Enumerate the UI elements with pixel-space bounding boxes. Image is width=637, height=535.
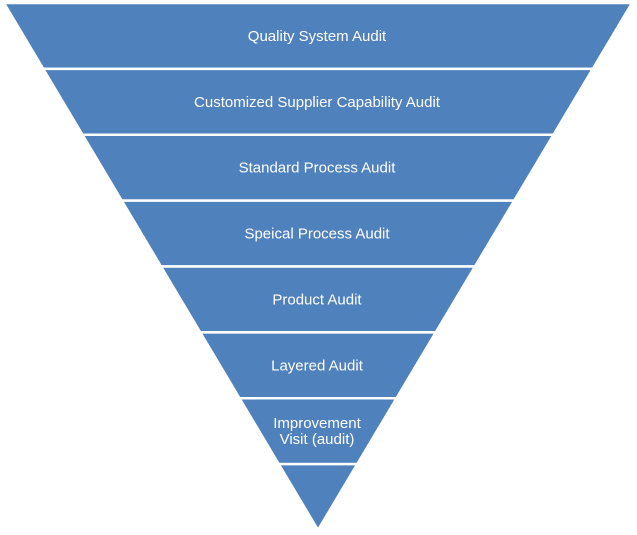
pyramid-level-2-label: Customized Supplier Capability Audit: [194, 94, 441, 111]
pyramid-level-4-label-line: Speical Process Audit: [244, 226, 390, 243]
pyramid-level-1-label: Quality System Audit: [248, 28, 387, 45]
pyramid-level-1-label-line: Quality System Audit: [248, 28, 387, 45]
pyramid-level-8: [276, 462, 360, 533]
pyramid-level-3-label: Standard Process Audit: [239, 160, 397, 177]
pyramid-level-2-label-line: Customized Supplier Capability Audit: [194, 94, 441, 111]
pyramid-level-7-label-line: Visit (audit): [280, 431, 355, 448]
pyramid-level-3-label-line: Standard Process Audit: [239, 160, 397, 177]
pyramid-level-5-label-line: Product Audit: [272, 291, 362, 308]
pyramid-level-5-label: Product Audit: [272, 291, 362, 308]
pyramid-level-6-label-line: Layered Audit: [271, 357, 364, 374]
pyramid-level-4-label: Speical Process Audit: [244, 226, 390, 243]
pyramid-level-7-label-line: Improvement: [273, 415, 361, 432]
pyramid-level-6-label: Layered Audit: [271, 357, 364, 374]
